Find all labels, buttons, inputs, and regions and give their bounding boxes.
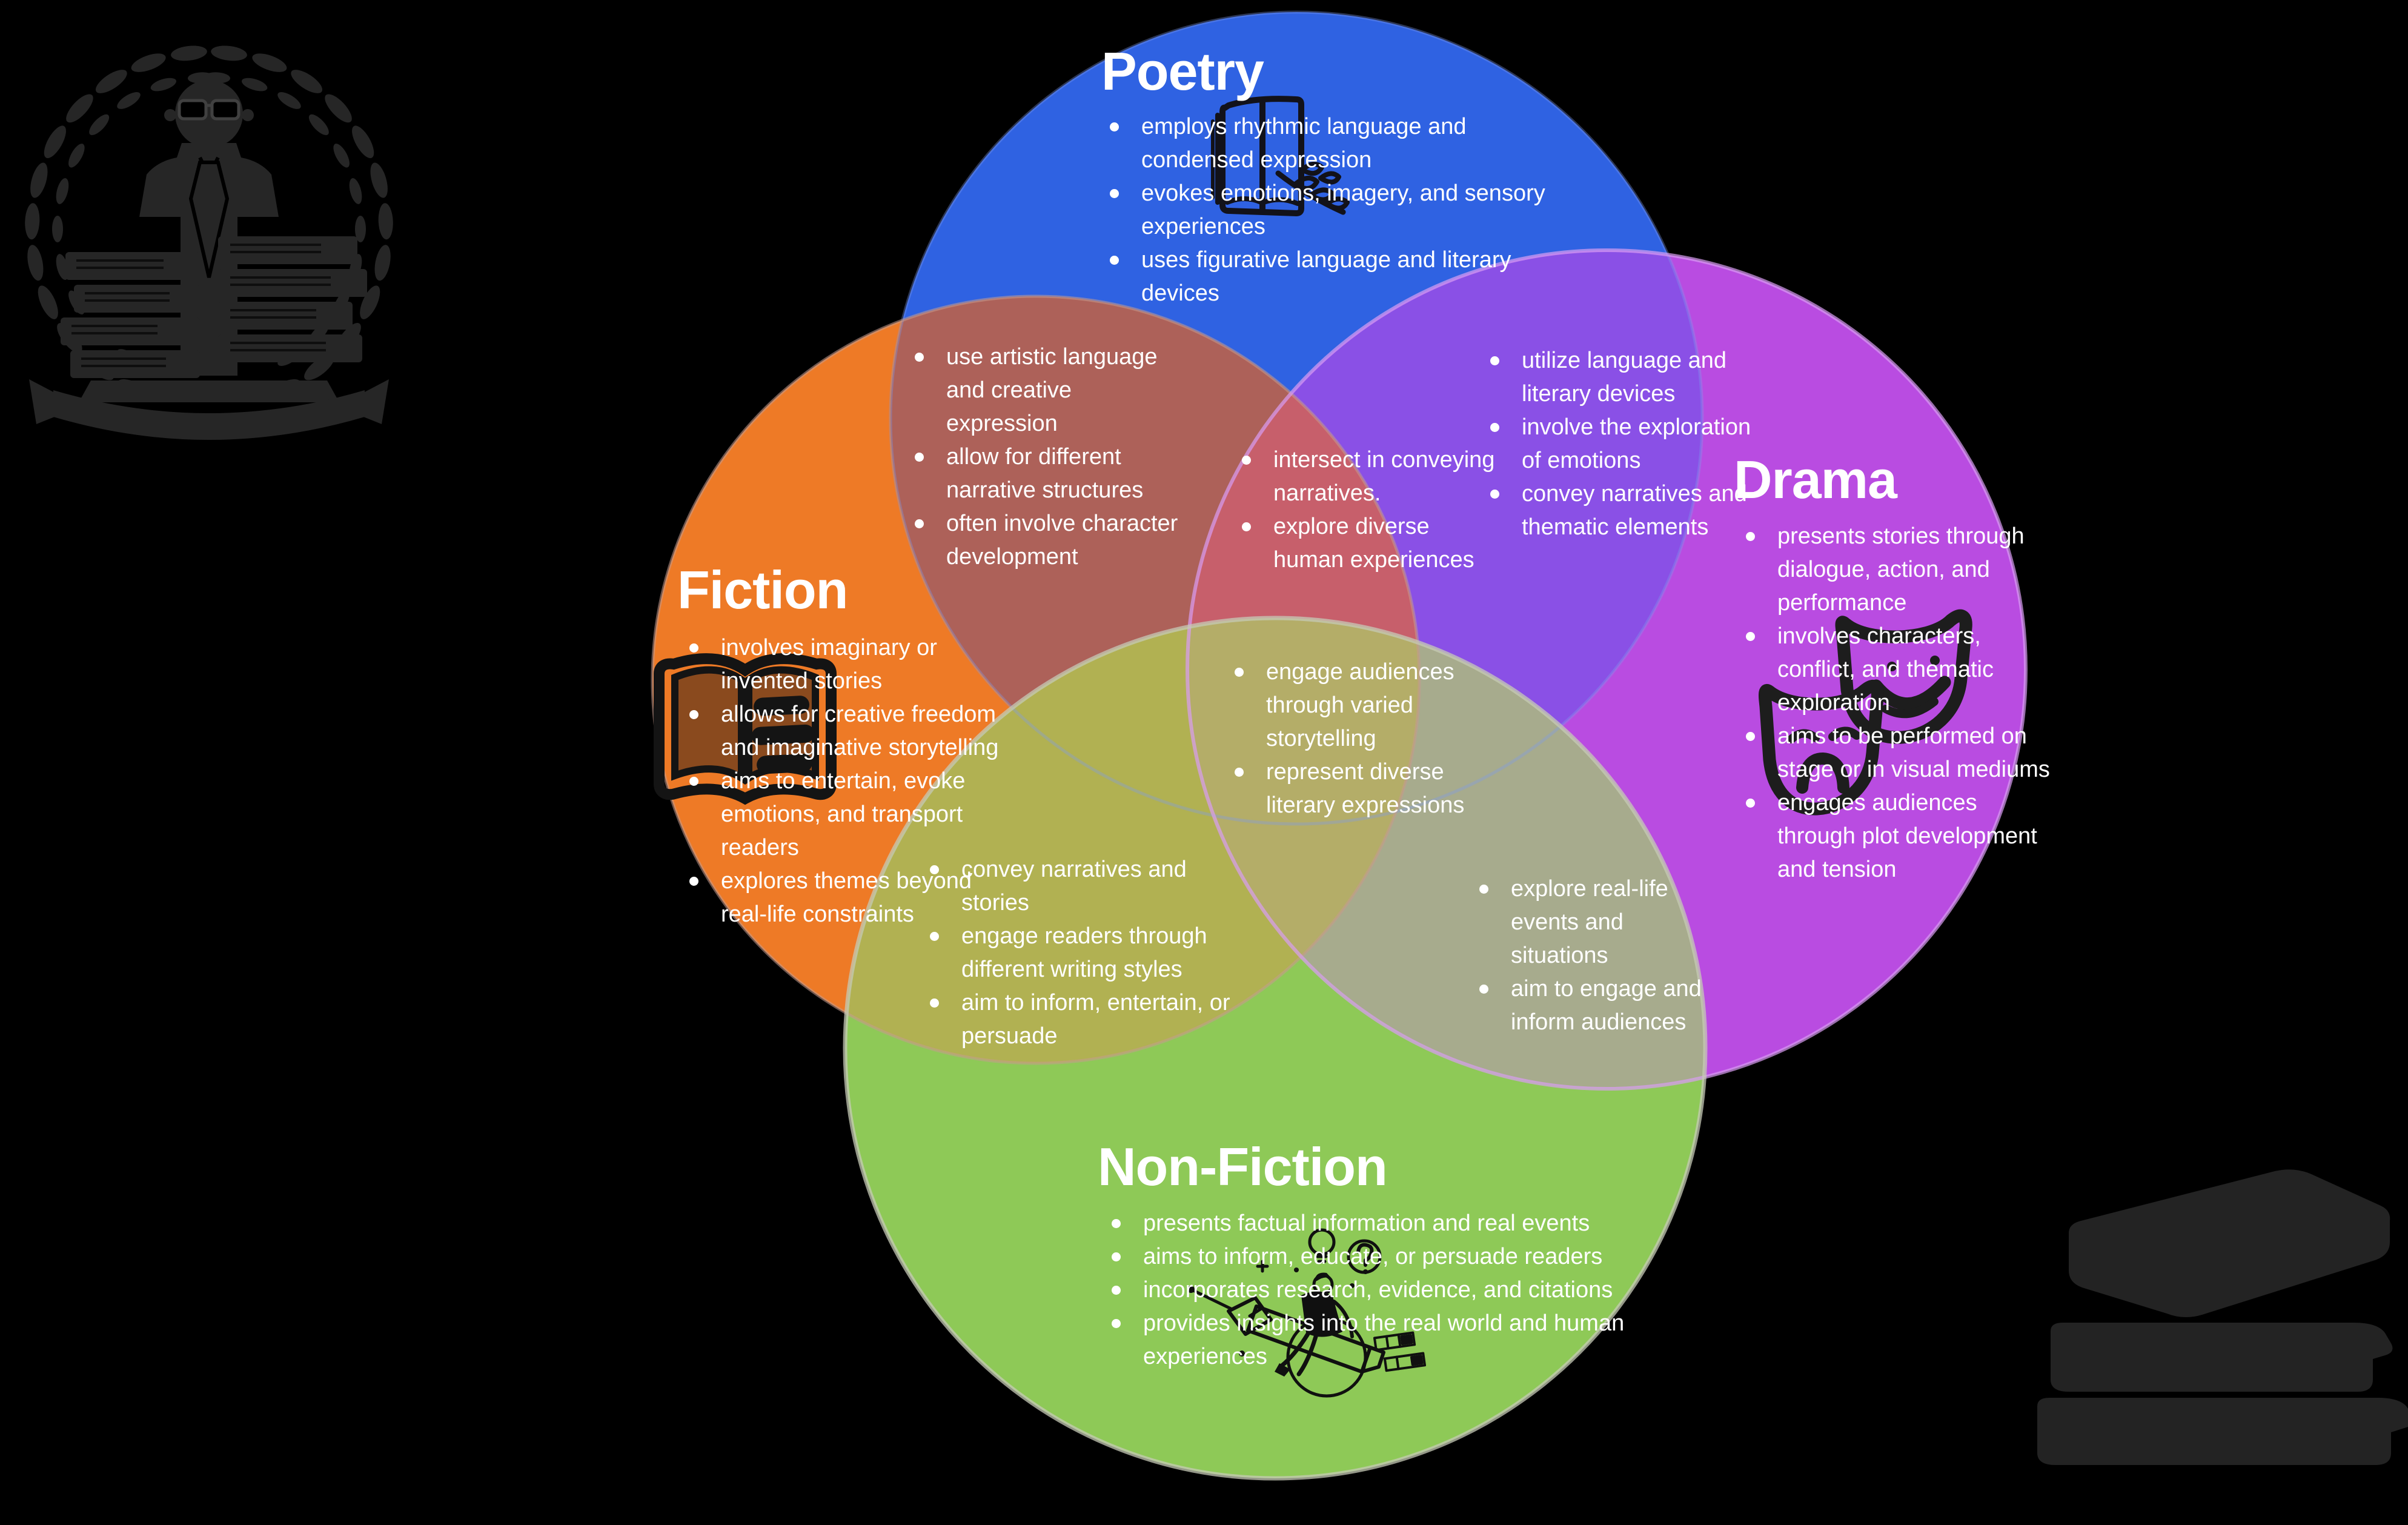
list-item: involve the exploration of emotions (1484, 411, 1765, 477)
scholar-books-laurel-badge-icon (25, 45, 393, 440)
fiction-nonfiction-bullet-list: convey narratives and stories engage rea… (924, 853, 1252, 1053)
list-item: aims to inform, educate, or persuade rea… (1106, 1240, 1660, 1274)
drama-bullet-list: presents stories through dialogue, actio… (1740, 520, 2055, 886)
list-item: presents factual information and real ev… (1106, 1207, 1660, 1240)
list-item: employs rhythmic language and condensed … (1104, 110, 1565, 177)
list-item: aim to engage and inform audiences (1473, 972, 1713, 1039)
list-item: explore real-life events and situations (1473, 872, 1713, 972)
list-item: aims to be performed on stage or in visu… (1740, 720, 2055, 786)
list-item: convey narratives and thematic elements (1484, 477, 1765, 544)
poetry-drama-bullet-list: utilize language and literary devices in… (1484, 344, 1765, 544)
theater-masks-icon (1758, 609, 1972, 816)
glasses-icon (177, 99, 240, 121)
list-item: aim to inform, entertain, or persuade (924, 986, 1252, 1053)
list-item: intersect in conveying narratives. (1236, 444, 1498, 510)
list-item: aims to entertain, evoke emotions, and t… (683, 765, 1000, 865)
open-book-icon (654, 653, 837, 805)
list-item: allow for different narrative structures (909, 440, 1187, 507)
drama-nonfiction-bullet-list: explore real-life events and situations … (1473, 872, 1713, 1039)
list-item: presents stories through dialogue, actio… (1740, 520, 2055, 620)
circle-rims (651, 10, 2028, 1481)
list-item: represent diverse literary expressions (1229, 756, 1498, 822)
center-bullet-list: engage audiences through varied storytel… (1229, 656, 1498, 822)
slider-bars-icon (1373, 1331, 1427, 1372)
list-item: utilize language and literary devices (1484, 344, 1765, 411)
poetry-drama-overlap (1187, 250, 1702, 824)
book-stack-icon (2037, 1169, 2408, 1465)
list-item: explore diverse human experiences (1236, 510, 1498, 577)
list-item: uses figurative language and literary de… (1104, 244, 1565, 310)
list-item: involves characters, conflict, and thema… (1740, 620, 2055, 720)
writer-on-pen-doodle-icon (1187, 1228, 1427, 1398)
poetry-title: Poetry (1101, 41, 1264, 101)
list-item: explores themes beyond real-life constra… (683, 865, 1000, 931)
left-book-stack-icon (61, 252, 200, 378)
list-item: convey narratives and stories (924, 853, 1252, 920)
list-item: evokes emotions, imagery, and sensory ex… (1104, 177, 1565, 244)
list-item: engages audiences through plot developme… (1740, 786, 2055, 886)
list-item: use artistic language and creative expre… (909, 341, 1187, 440)
fiction-bullet-list: involves imaginary or invented stories a… (683, 631, 1000, 931)
poetry-bullet-list: employs rhythmic language and condensed … (1104, 110, 1565, 310)
list-item: engage readers through different writing… (924, 920, 1252, 986)
list-item: involves imaginary or invented stories (683, 631, 1000, 698)
list-item: provides insights into the real world an… (1106, 1307, 1660, 1374)
list-item: allows for creative freedom and imaginat… (683, 698, 1000, 765)
right-book-stack-icon (218, 236, 367, 362)
ribbon-banner-icon (29, 379, 389, 440)
poetry-fiction-bullet-list: use artistic language and creative expre… (909, 341, 1187, 574)
fiction-title: Fiction (677, 560, 848, 620)
open-book-quill-doodle-icon (1211, 96, 1350, 216)
lightbulb-icon (1308, 1228, 1336, 1256)
list-item: engage audiences through varied storytel… (1229, 656, 1498, 756)
nonfiction-bullet-list: presents factual information and real ev… (1106, 1207, 1660, 1374)
list-item: often involve character development (909, 507, 1187, 574)
nonfiction-title: Non-Fiction (1098, 1137, 1388, 1197)
drama-title: Drama (1734, 450, 1897, 510)
list-item: incorporates research, evidence, and cit… (1106, 1274, 1660, 1307)
poetry-fiction-drama-bullet-list: intersect in conveying narratives. explo… (1236, 444, 1498, 577)
